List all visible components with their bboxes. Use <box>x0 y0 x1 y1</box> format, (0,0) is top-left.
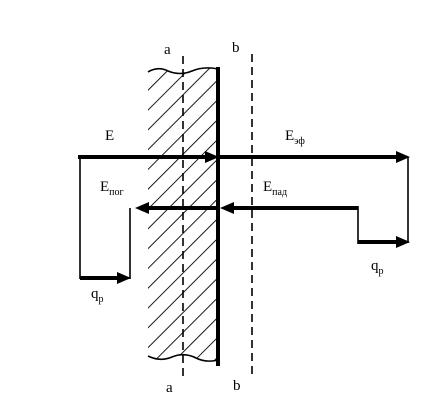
label-q-right: qр <box>371 258 384 277</box>
label-q-left: qр <box>91 286 104 305</box>
label-q-left-main: q <box>91 286 99 302</box>
label-E-pog-sub: пог <box>109 187 123 198</box>
arrow-E-head <box>205 151 219 163</box>
wall-bottom-edge <box>147 353 219 362</box>
plane-b-label-top-text: b <box>232 40 240 56</box>
wall-top-edge <box>147 67 219 75</box>
label-E-main: E <box>105 128 114 144</box>
plane-a-label-bottom-text: a <box>166 380 173 396</box>
label-E: E <box>105 128 114 144</box>
label-E-ef: Eэф <box>285 128 305 147</box>
label-E-pad: Eпад <box>263 179 287 198</box>
arrow-E-ef-head <box>396 151 410 163</box>
plane-a-label-top-text: a <box>164 42 171 58</box>
arrow-E-pad-head <box>220 202 234 214</box>
label-E-ef-main: E <box>285 128 294 144</box>
arrow-E-pog-head <box>135 202 149 214</box>
label-E-ef-sub: эф <box>294 136 305 147</box>
label-E-pog: Eпог <box>100 179 124 198</box>
plane-a-label-top: a <box>164 42 171 58</box>
plane-b-label-bottom: b <box>233 378 241 394</box>
label-q-right-sub: р <box>379 266 384 277</box>
plane-b-label-top: b <box>232 40 240 56</box>
arrow-q-left-head <box>117 272 131 284</box>
label-q-left-sub: р <box>99 294 104 305</box>
label-E-pog-main: E <box>100 179 109 195</box>
label-E-pad-sub: пад <box>272 187 287 198</box>
plane-b-label-bottom-text: b <box>233 378 241 394</box>
arrow-q-right-head <box>396 236 410 248</box>
label-q-right-main: q <box>371 258 379 274</box>
plane-a-label-bottom: a <box>166 380 173 396</box>
label-E-pad-main: E <box>263 179 272 195</box>
